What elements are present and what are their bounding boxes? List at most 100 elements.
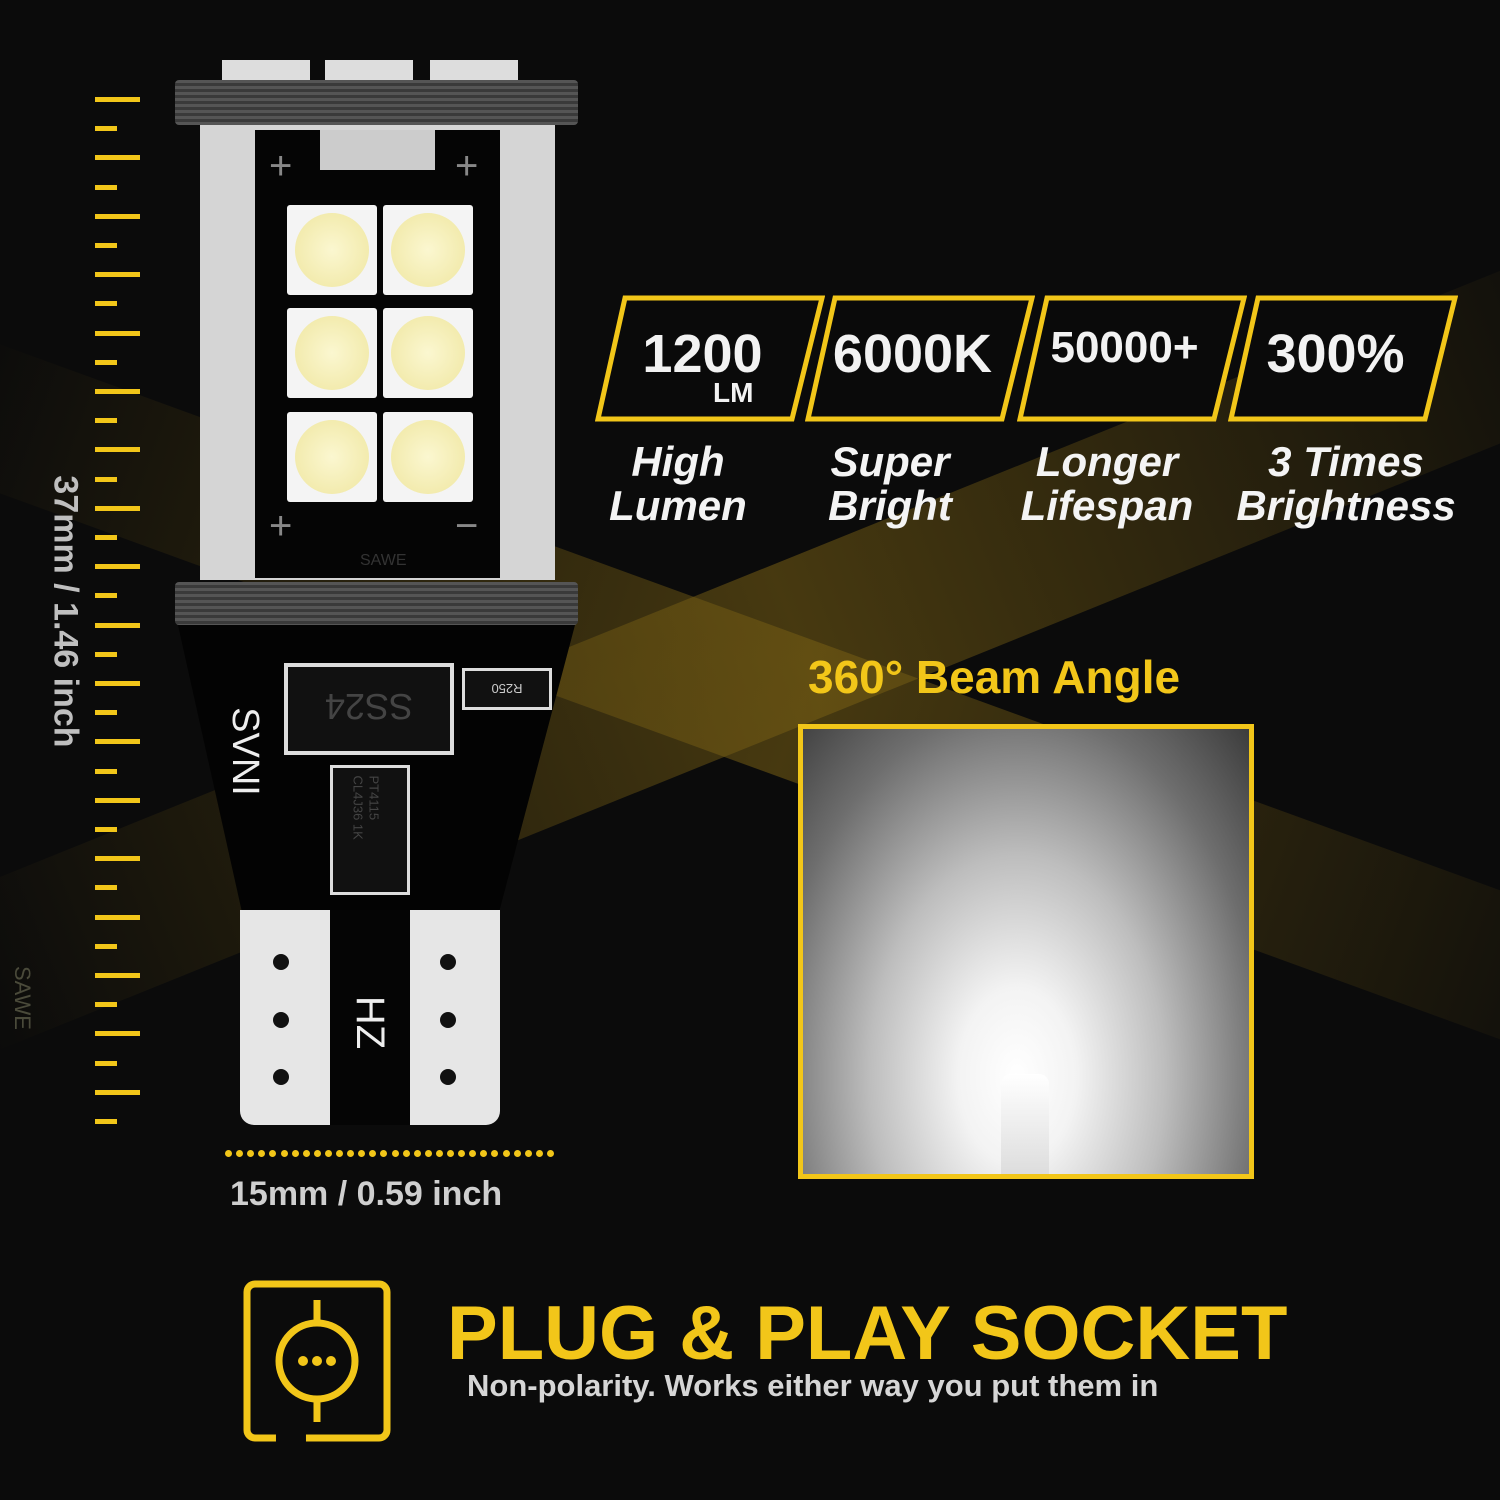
- ruler-tick: [95, 126, 117, 132]
- height-label: 37mm / 1.46 inch: [46, 475, 85, 748]
- ruler-dot: [458, 1150, 466, 1157]
- ruler-tick: [95, 389, 140, 394]
- ruler-tick: [95, 1002, 117, 1008]
- ruler-tick: [95, 622, 140, 628]
- ruler-dot: [447, 1150, 454, 1157]
- ruler-tick: [95, 681, 140, 686]
- ruler-tick: [95, 1031, 140, 1037]
- socket-subtitle: Non-polarity. Works either way you put t…: [467, 1368, 1159, 1403]
- ruler-dot: [347, 1150, 355, 1157]
- ruler-tick: [95, 476, 117, 482]
- ruler-tick: [95, 797, 140, 803]
- ruler-tick: [95, 184, 117, 190]
- ruler-dot: [302, 1150, 310, 1157]
- top-cap: [175, 80, 578, 125]
- watermark: SAWE: [9, 966, 35, 1030]
- ruler-tick: [95, 914, 140, 920]
- ruler-tick: [95, 301, 117, 307]
- driver-chip: PT4115 CL4J36 1K: [330, 765, 410, 895]
- ruler-dot: [391, 1150, 399, 1157]
- ruler-tick: [95, 651, 117, 657]
- feature-value: 6000K: [832, 324, 993, 384]
- ruler-tick: [95, 330, 140, 336]
- ruler-tick: [95, 827, 117, 832]
- lit-bulb: [1001, 1074, 1049, 1174]
- ruler-dot: [424, 1150, 432, 1157]
- ruler-tick: [95, 564, 140, 570]
- ruler-dot: [324, 1150, 332, 1157]
- ruler-tick: [95, 447, 140, 453]
- ruler-dot: [258, 1150, 266, 1157]
- led-chip: [383, 205, 473, 295]
- ruler-dot: [358, 1150, 366, 1157]
- ruler-dot: [336, 1150, 343, 1157]
- top-chip: [325, 60, 413, 82]
- ruler-dot: [269, 1150, 277, 1157]
- ruler-tick: [95, 856, 140, 862]
- led-chip: [287, 205, 377, 295]
- feature-value: 50000+: [1050, 323, 1199, 372]
- ruler-dot: [313, 1150, 321, 1157]
- ruler-dot: [513, 1150, 521, 1157]
- width-label: 15mm / 0.59 inch: [230, 1175, 503, 1213]
- top-chip: [222, 60, 310, 82]
- ruler-tick: [95, 973, 140, 978]
- ruler-dot: [402, 1150, 410, 1157]
- ruler-tick: [95, 418, 117, 424]
- top-chip: [430, 60, 518, 82]
- ruler-tick: [95, 535, 117, 540]
- ruler-tick: [95, 943, 117, 949]
- resistor: R250: [462, 668, 552, 710]
- ruler-tick: [95, 155, 140, 161]
- led-chip: [383, 308, 473, 398]
- ruler-dot: [524, 1150, 532, 1157]
- ruler-tick: [95, 272, 140, 278]
- led-chip: [383, 412, 473, 502]
- ruler-tick: [95, 768, 117, 774]
- plug-socket-icon: [243, 1280, 391, 1442]
- ruler-dot: [291, 1150, 299, 1157]
- ruler-dot: [247, 1150, 255, 1157]
- ruler-dot: [413, 1150, 421, 1157]
- feature-badge: 6000K: [805, 295, 1035, 422]
- ruler-tick: [95, 213, 140, 219]
- socket-title: PLUG & PLAY SOCKET: [447, 1291, 1288, 1376]
- beam-angle-title: 360° Beam Angle: [808, 651, 1181, 703]
- ruler-dot: [369, 1150, 377, 1157]
- ruler-dot: [535, 1150, 543, 1157]
- ruler-dot: [491, 1150, 499, 1157]
- diode: SS24: [284, 663, 454, 755]
- ruler-dot: [435, 1150, 443, 1157]
- beam-photo: [798, 724, 1254, 1179]
- ruler-dot: [546, 1150, 554, 1157]
- ruler-tick: [95, 359, 117, 365]
- feature-value: 1200: [642, 324, 763, 384]
- ruler-dot: [236, 1150, 244, 1157]
- feature-badge: 50000+: [1017, 295, 1247, 422]
- feature-badge: 300%: [1228, 295, 1458, 422]
- led-chip: [287, 308, 377, 398]
- ruler-dot: [225, 1150, 232, 1157]
- led-chip: [287, 412, 377, 502]
- ruler-dot: [480, 1150, 488, 1157]
- ruler-tick: [95, 243, 117, 248]
- ruler-tick: [95, 1089, 140, 1095]
- ruler-dot: [280, 1150, 288, 1157]
- ruler-tick: [95, 1119, 117, 1124]
- ruler-tick: [95, 97, 140, 102]
- ruler-dot: [502, 1150, 510, 1157]
- feature-value: 300%: [1266, 324, 1405, 384]
- ruler-dot: [469, 1150, 477, 1157]
- bottom-cap: [175, 582, 578, 625]
- feature-unit: LM: [713, 377, 754, 408]
- ruler-tick: [95, 1060, 117, 1066]
- ruler-dot: [380, 1150, 388, 1157]
- ruler-tick: [95, 739, 140, 745]
- ruler-tick: [95, 505, 140, 511]
- ruler-tick: [95, 885, 117, 891]
